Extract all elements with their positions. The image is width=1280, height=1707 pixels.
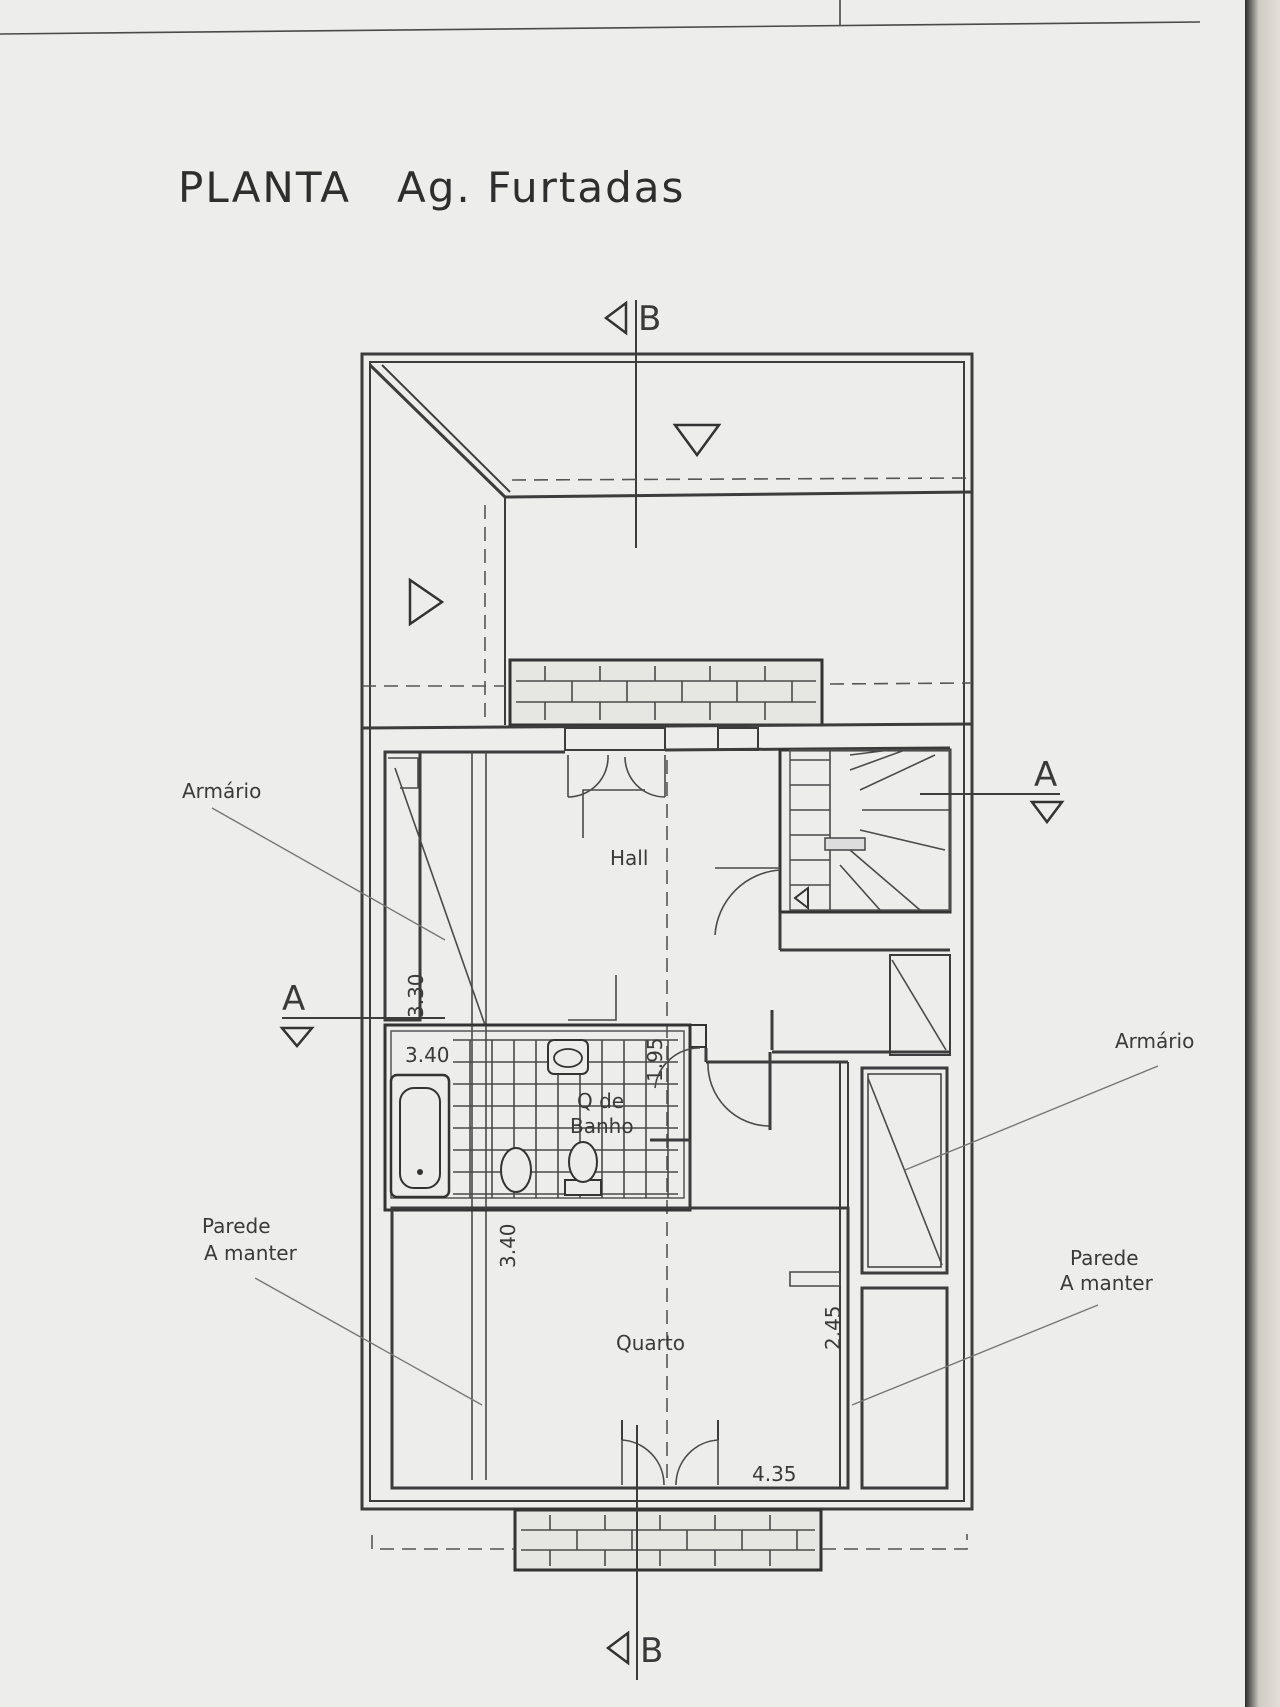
wardrobe-left-corner [388, 757, 419, 789]
dimension-4-35: 4.35 [752, 1462, 797, 1486]
wardrobe-left-diagonal [394, 767, 486, 1026]
section-a-right-label: A [1034, 755, 1057, 795]
leader-wardrobe-right [904, 1065, 1159, 1171]
wardrobe-right-lower [860, 1286, 949, 1490]
drawing-title: PLANTA Ag. Furtadas [178, 163, 685, 212]
hall-corner-marks [582, 789, 645, 838]
section-marker-b-bottom: B [605, 1630, 663, 1671]
wardrobe-left-wall [383, 750, 422, 1022]
roof-dash-line [511, 477, 973, 481]
leader-wall-left [254, 1277, 483, 1406]
dimension-3-30: 3.30 [404, 973, 428, 1018]
outer-wall-inner [369, 361, 965, 1502]
annotation-wall-left-2: A manter [204, 1241, 298, 1265]
dimension-3-40-bed: 3.40 [496, 1223, 520, 1268]
roof-edge [504, 490, 973, 499]
annotation-wardrobe-right: Armário [1115, 1029, 1194, 1053]
interior-top-wall [361, 722, 973, 730]
section-b-bottom-label: B [640, 1631, 663, 1671]
leader-wardrobe-left [211, 807, 446, 941]
bottom-dash-outline [371, 1534, 968, 1550]
roof-diagonal [368, 363, 507, 499]
brick-chimney-top [508, 658, 824, 727]
bedroom-double-door [621, 1439, 719, 1486]
wardrobe-right-inner [867, 1073, 942, 1268]
wardrobe-right-diagonal [867, 1077, 943, 1266]
staircase [714, 748, 952, 952]
section-marker-a-left: A [279, 979, 315, 1048]
leader-wall-right [851, 1304, 1099, 1406]
roof-dash-right [829, 682, 973, 685]
hall-bottom-corner [568, 975, 617, 1021]
section-marker-a-right: A [1029, 755, 1065, 825]
closet-right-top-diagonal [891, 959, 947, 1051]
roof-diagonal-2 [381, 364, 511, 493]
closet-right-top [889, 954, 951, 1056]
bedroom-door [707, 1061, 771, 1127]
section-b-top-label: B [638, 299, 661, 339]
annotation-wall-right-1: Parede [1070, 1246, 1139, 1270]
annotation-wall-right-2: A manter [1060, 1271, 1154, 1295]
slope-arrow-down [672, 423, 722, 458]
room-label-bathroom-1: Q de [577, 1089, 624, 1113]
wardrobe-right [860, 1066, 949, 1275]
sheet-border-line [0, 21, 1201, 35]
dimension-3-40-bath: 3.40 [405, 1043, 450, 1067]
room-label-hall: Hall [610, 846, 648, 870]
bathroom [383, 1023, 707, 1212]
hall-double-door [567, 754, 666, 798]
dimension-1-95: 1.95 [643, 1037, 667, 1082]
annotation-wardrobe-left: Armário [182, 779, 261, 803]
background-edge [1245, 0, 1280, 1707]
room-label-bathroom-2: Banho [570, 1114, 634, 1138]
door-frame-top [564, 727, 666, 751]
window-frame-top [717, 727, 759, 751]
floor-plan: PLANTA Ag. Furtadas B [0, 0, 1201, 1680]
room-label-bedroom: Quarto [616, 1331, 685, 1355]
brick-chimney-bottom [513, 1508, 823, 1572]
annotation-wall-left-1: Parede [202, 1214, 271, 1238]
bedroom-wall-stub [789, 1271, 841, 1287]
section-a-left-label: A [282, 979, 305, 1019]
bathroom-door-arc [654, 1047, 701, 1089]
hall-bedroom-wall-joint [704, 1010, 950, 1062]
section-marker-b-top: B [603, 299, 661, 339]
bedroom-door-frame [621, 1420, 719, 1440]
slope-arrow-right [408, 577, 445, 627]
dimension-2-45: 2.45 [821, 1305, 845, 1350]
